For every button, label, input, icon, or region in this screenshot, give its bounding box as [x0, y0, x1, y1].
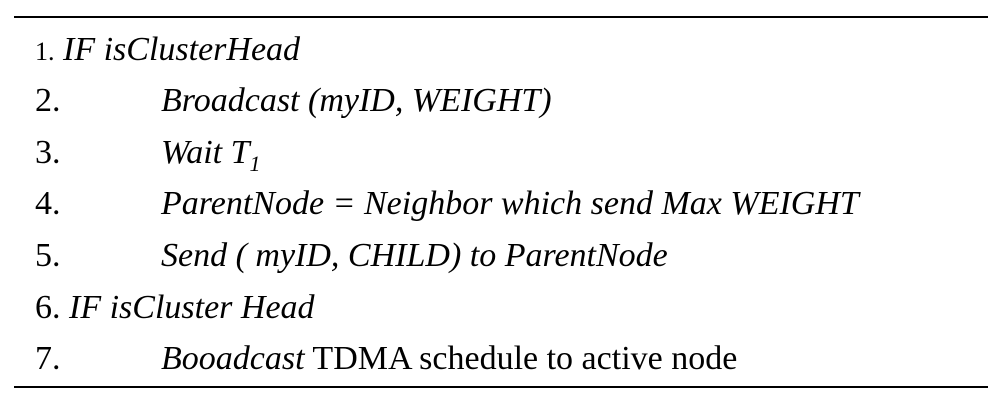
line-text: Broadcast (myID, WEIGHT) — [161, 82, 552, 119]
line-text: Wait T — [161, 134, 250, 171]
line-number: 5. — [35, 237, 61, 274]
algorithm-line-7: 7. Booadcast TDMA schedule to active node — [35, 337, 737, 381]
algorithm-line-6: 6. IF isCluster Head — [35, 286, 315, 330]
line-number: 3. — [35, 134, 61, 171]
algorithm-line-3: 3. Wait T1 — [35, 131, 261, 175]
bottom-rule — [14, 386, 988, 388]
algorithm-line-4: 4. ParentNode = Neighbor which send Max W… — [35, 182, 859, 226]
line-number: 1. — [35, 37, 55, 66]
line-text-italic: Booadcast — [161, 340, 305, 377]
top-rule — [14, 16, 988, 18]
algorithm-line-1: 1. IF isClusterHead — [35, 28, 300, 72]
algorithm-table: 1. IF isClusterHead 2. Broadcast (myID, W… — [14, 16, 988, 388]
line-number: 4. — [35, 185, 61, 222]
line-text: IF isClusterHead — [63, 31, 301, 68]
line-text: IF isCluster Head — [69, 289, 315, 326]
algorithm-line-2: 2. Broadcast (myID, WEIGHT) — [35, 79, 552, 123]
line-text-roman: TDMA schedule to active node — [304, 340, 738, 377]
algorithm-line-5: 5. Send ( myID, CHILD) to ParentNode — [35, 234, 668, 278]
line-text: Send ( myID, CHILD) to ParentNode — [161, 237, 668, 274]
line-number: 7. — [35, 340, 61, 377]
line-subscript: 1 — [249, 151, 261, 176]
line-text: ParentNode = Neighbor which send Max WEI… — [161, 185, 859, 222]
line-number: 6. — [35, 289, 61, 326]
line-number: 2. — [35, 82, 61, 119]
